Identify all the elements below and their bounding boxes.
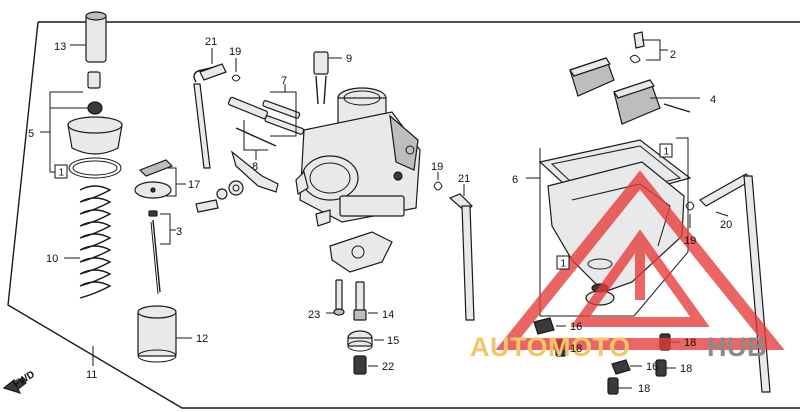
part-21-left-hose [193, 48, 227, 169]
callout-4: 4 [710, 94, 716, 106]
part-21-right-hose [448, 184, 475, 321]
callout-18-c: 18 [680, 363, 692, 375]
part-12-throttle-slide [137, 305, 192, 363]
callout-labels: 2 3 4 5 6 7 8 9 10 11 12 13 14 15 16 16 … [28, 36, 732, 395]
part-19-clip-right [685, 201, 695, 228]
boxed-ref-1-top-right: 1 [659, 143, 673, 158]
diagram-frame [7, 21, 800, 409]
part-22-drain-screw [353, 355, 378, 375]
throttle-lever [195, 150, 279, 213]
part-7-screw-set [262, 84, 305, 137]
fwd-arrow-icon [2, 377, 27, 394]
callout-9: 9 [346, 53, 352, 65]
callout-19-c: 19 [684, 235, 696, 247]
watermark-text-hub: HUB [707, 332, 767, 362]
callout-19-a: 19 [229, 46, 241, 58]
callout-5: 5 [28, 128, 34, 140]
part-9-choke-plunger [313, 51, 342, 105]
part-2-float-pin-set [629, 31, 668, 64]
callout-21-a: 21 [205, 36, 217, 48]
callout-18-b: 18 [684, 337, 696, 349]
part-5-cap-assembly [40, 71, 123, 179]
callout-22: 22 [382, 361, 394, 373]
callout-20: 20 [720, 219, 732, 231]
svg-text:1: 1 [561, 259, 567, 270]
callout-3: 3 [176, 226, 182, 238]
callout-7: 7 [281, 75, 287, 87]
callout-8: 8 [252, 161, 258, 173]
callout-18-d: 18 [638, 383, 650, 395]
part-4-float [569, 57, 700, 125]
callout-2: 2 [670, 49, 676, 61]
float-bowl-gasket [329, 231, 393, 273]
svg-text:1: 1 [59, 168, 65, 179]
callout-15: 15 [387, 335, 399, 347]
carburetor-body [295, 87, 421, 227]
callout-16-b: 16 [646, 361, 658, 373]
watermark-text: AUTOMOTO HUB [470, 332, 767, 362]
part-13-cap-tube [70, 11, 107, 63]
part-23-main-jet [326, 279, 345, 316]
part-15-holder [347, 330, 384, 352]
callout-6: 6 [512, 174, 518, 186]
watermark-text-main: AUTOMOTO [470, 332, 631, 362]
callout-23: 23 [308, 309, 320, 321]
part-8-pilot-screw [227, 96, 277, 160]
svg-text:1: 1 [664, 147, 670, 158]
boxed-ref-1-bottom-right: 1 [556, 255, 570, 270]
part-10-spring [64, 185, 112, 299]
callout-10: 10 [46, 253, 58, 265]
part-14-needle-jet [353, 281, 378, 321]
callout-18-a: 18 [570, 343, 582, 355]
callout-17: 17 [188, 179, 200, 191]
part-3-jet-needle [148, 210, 176, 295]
callout-19-b: 19 [431, 161, 443, 173]
callout-12: 12 [196, 333, 208, 345]
callout-11: 11 [86, 369, 97, 381]
part-19-clip-center [433, 172, 443, 191]
watermark-triangle-logo [495, 170, 785, 350]
boxed-ref-1-left: 1 [54, 164, 68, 179]
callout-21-b: 21 [458, 173, 470, 185]
callout-14: 14 [382, 309, 394, 321]
part-19-clip-left [231, 58, 241, 82]
fwd-label: FWD [12, 369, 37, 390]
callout-13: 13 [54, 41, 66, 53]
callout-16-a: 16 [570, 321, 582, 333]
part-16-screws [533, 317, 642, 375]
part-17-needle-clip-plate [134, 159, 186, 199]
